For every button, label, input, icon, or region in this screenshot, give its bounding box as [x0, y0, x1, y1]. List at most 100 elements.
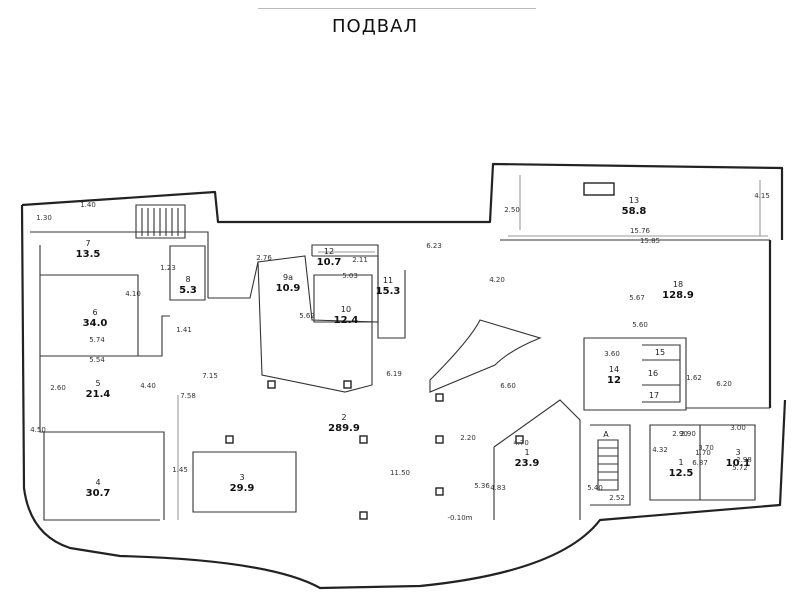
dimension-label: 7.58 [180, 392, 196, 400]
stair-marker: A [603, 430, 609, 439]
room-number: 11 [383, 276, 393, 285]
dimension-label: 5.72 [732, 464, 748, 472]
dimension-label: 6.20 [716, 380, 732, 388]
room-area: 12.5 [669, 468, 694, 479]
dimension-label: 15.76 [630, 227, 651, 235]
dimension-label: 4.40 [140, 382, 156, 390]
dimension-label: 1.62 [686, 374, 702, 382]
column [435, 435, 444, 444]
dimension-label: 3.00 [730, 424, 746, 432]
dimension-label: 5.36 [474, 482, 490, 490]
dimension-label: 6.19 [386, 370, 402, 378]
room-area: 15.3 [376, 286, 401, 297]
room-number: 14 [609, 365, 619, 374]
stairs-north [135, 204, 186, 239]
room-number: 15 [655, 348, 665, 357]
room-area: 12.4 [334, 315, 359, 326]
dimension-label: 2.98 [736, 456, 752, 464]
dimension-label: 5.03 [342, 272, 358, 280]
dimension-label: 4.50 [30, 426, 46, 434]
outer-wall-north-left [21, 162, 784, 240]
room-number: 13 [629, 196, 639, 205]
column [343, 380, 352, 389]
dimension-label: 2.50 [504, 206, 520, 214]
room-area: 12 [607, 375, 621, 386]
room-area: 289.9 [328, 423, 360, 434]
room-area: 30.7 [86, 488, 111, 499]
dimension-label: 1.41 [176, 326, 192, 334]
column [267, 380, 276, 389]
dimension-labels: 1.30 1.40 1.23 4.10 5.74 5.54 1.41 2.76 2.11 6.23… [30, 192, 770, 522]
dimension-label: 5.60 [632, 321, 648, 329]
dimension-label: 2.90 [672, 430, 688, 438]
dimension-label: 2.11 [352, 256, 368, 264]
dimension-label: 3.70 [698, 444, 714, 452]
dimension-label: 4.32 [652, 446, 668, 454]
room-area: 23.9 [515, 458, 540, 469]
dimension-label: 4.70 [513, 439, 529, 447]
plan-title: ПОДВАЛ [332, 16, 418, 37]
dimension-label: 6.23 [426, 242, 442, 250]
room-number: 1 [524, 448, 529, 457]
room-number: 8 [185, 275, 190, 284]
room-area: 10.7 [317, 257, 342, 268]
room-number: 17 [649, 391, 659, 400]
room-number: 10 [341, 305, 351, 314]
outer-walls [20, 162, 787, 590]
room-number: 7 [85, 239, 90, 248]
column [359, 511, 368, 520]
room-number: 3 [735, 448, 740, 457]
outer-wall-west [20, 204, 787, 590]
dimension-label: 15.85 [640, 237, 660, 245]
room-number: 3 [239, 473, 244, 482]
stairs-south: A [597, 430, 619, 491]
room-number: 4 [95, 478, 100, 487]
column [359, 435, 368, 444]
dimension-label: 5.54 [89, 356, 105, 364]
room-area: 10.1 [726, 458, 751, 469]
dimension-label: 4.10 [125, 290, 141, 298]
dimension-label: 5.62 [299, 312, 315, 320]
room-labels: 123.92289.9329.9430.7521.4634.0713.585.3… [76, 196, 751, 499]
dimension-label: 6.87 [692, 459, 708, 467]
dimension-label: 4.15 [754, 192, 770, 200]
room-number: 1 [678, 458, 683, 467]
dimension-label: 1.70 [695, 449, 711, 457]
dimension-label: 11.50 [390, 469, 410, 477]
room-number: 2 [341, 413, 346, 422]
dimension-label: 2.76 [256, 254, 272, 262]
dimension-label: 1.40 [80, 201, 96, 209]
dimension-label: 5.67 [629, 294, 645, 302]
room-number: 9а [283, 273, 293, 282]
dimension-label: 2.52 [609, 494, 625, 502]
room-number: 12 [324, 247, 334, 256]
dimension-label: 1.30 [36, 214, 52, 222]
dimension-label: 3.60 [604, 350, 620, 358]
dimension-label: 2.90 [680, 430, 696, 438]
room-number: 6 [92, 308, 97, 317]
dimension-label: 5.74 [89, 336, 105, 344]
room-area: 13.5 [76, 249, 101, 260]
dimension-label: 2.60 [50, 384, 66, 392]
header-rule [258, 8, 536, 9]
room-number: 5 [95, 379, 100, 388]
columns [225, 182, 615, 520]
dimension-label: 1.23 [160, 264, 176, 272]
room-area: 29.9 [230, 483, 255, 494]
dimension-label: 4.83 [490, 484, 506, 492]
dimension-label: 7.15 [202, 372, 218, 380]
dimension-label: 1.45 [172, 466, 188, 474]
dimension-label: -0.10m [448, 514, 473, 522]
shaft [583, 182, 615, 196]
room-number: 18 [673, 280, 683, 289]
dimension-label: 6.60 [500, 382, 516, 390]
room-area: 21.4 [86, 389, 111, 400]
room-area: 5.3 [179, 285, 197, 296]
column [225, 435, 234, 444]
room-area: 34.0 [83, 318, 108, 329]
dimension-label: 5.40 [587, 484, 603, 492]
dimension-label: 4.20 [489, 276, 505, 284]
column [435, 393, 444, 402]
dimension-lines [177, 175, 768, 520]
